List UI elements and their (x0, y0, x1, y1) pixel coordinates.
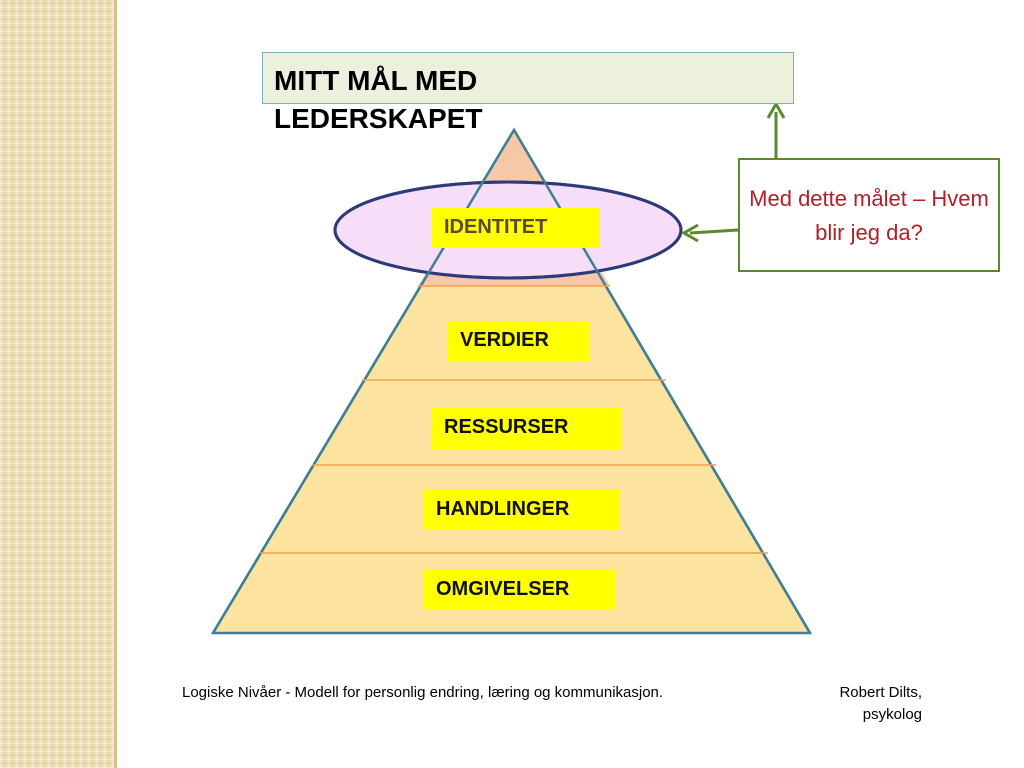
arrow-to-identity-head (680, 223, 699, 243)
arrow-to-goal-head (766, 100, 786, 119)
level-label-ressurser: RESSURSER (432, 408, 622, 450)
caption-author: Robert Dilts, psykolog (839, 684, 922, 723)
goal-box (262, 52, 794, 104)
goal-title: MITT MÅL MED LEDERSKAPET (274, 65, 483, 134)
side-pattern-decoration (0, 0, 114, 768)
question-text: Med dette målet – Hvem blir jeg da? (749, 186, 989, 245)
level-label-handlinger: HANDLINGER (424, 490, 620, 530)
level-label-verdier: VERDIER (448, 321, 590, 361)
question-box (738, 158, 1000, 272)
level-label-omgivelser: OMGIVELSER (424, 570, 616, 610)
side-pattern-edge (114, 0, 117, 768)
caption-model: Logiske Nivåer - Modell for personlig en… (182, 684, 664, 701)
level-label-identitet: IDENTITET (432, 208, 600, 248)
identity-highlight-ellipse-outline (333, 180, 683, 280)
arrow-to-identity-line (689, 228, 739, 235)
